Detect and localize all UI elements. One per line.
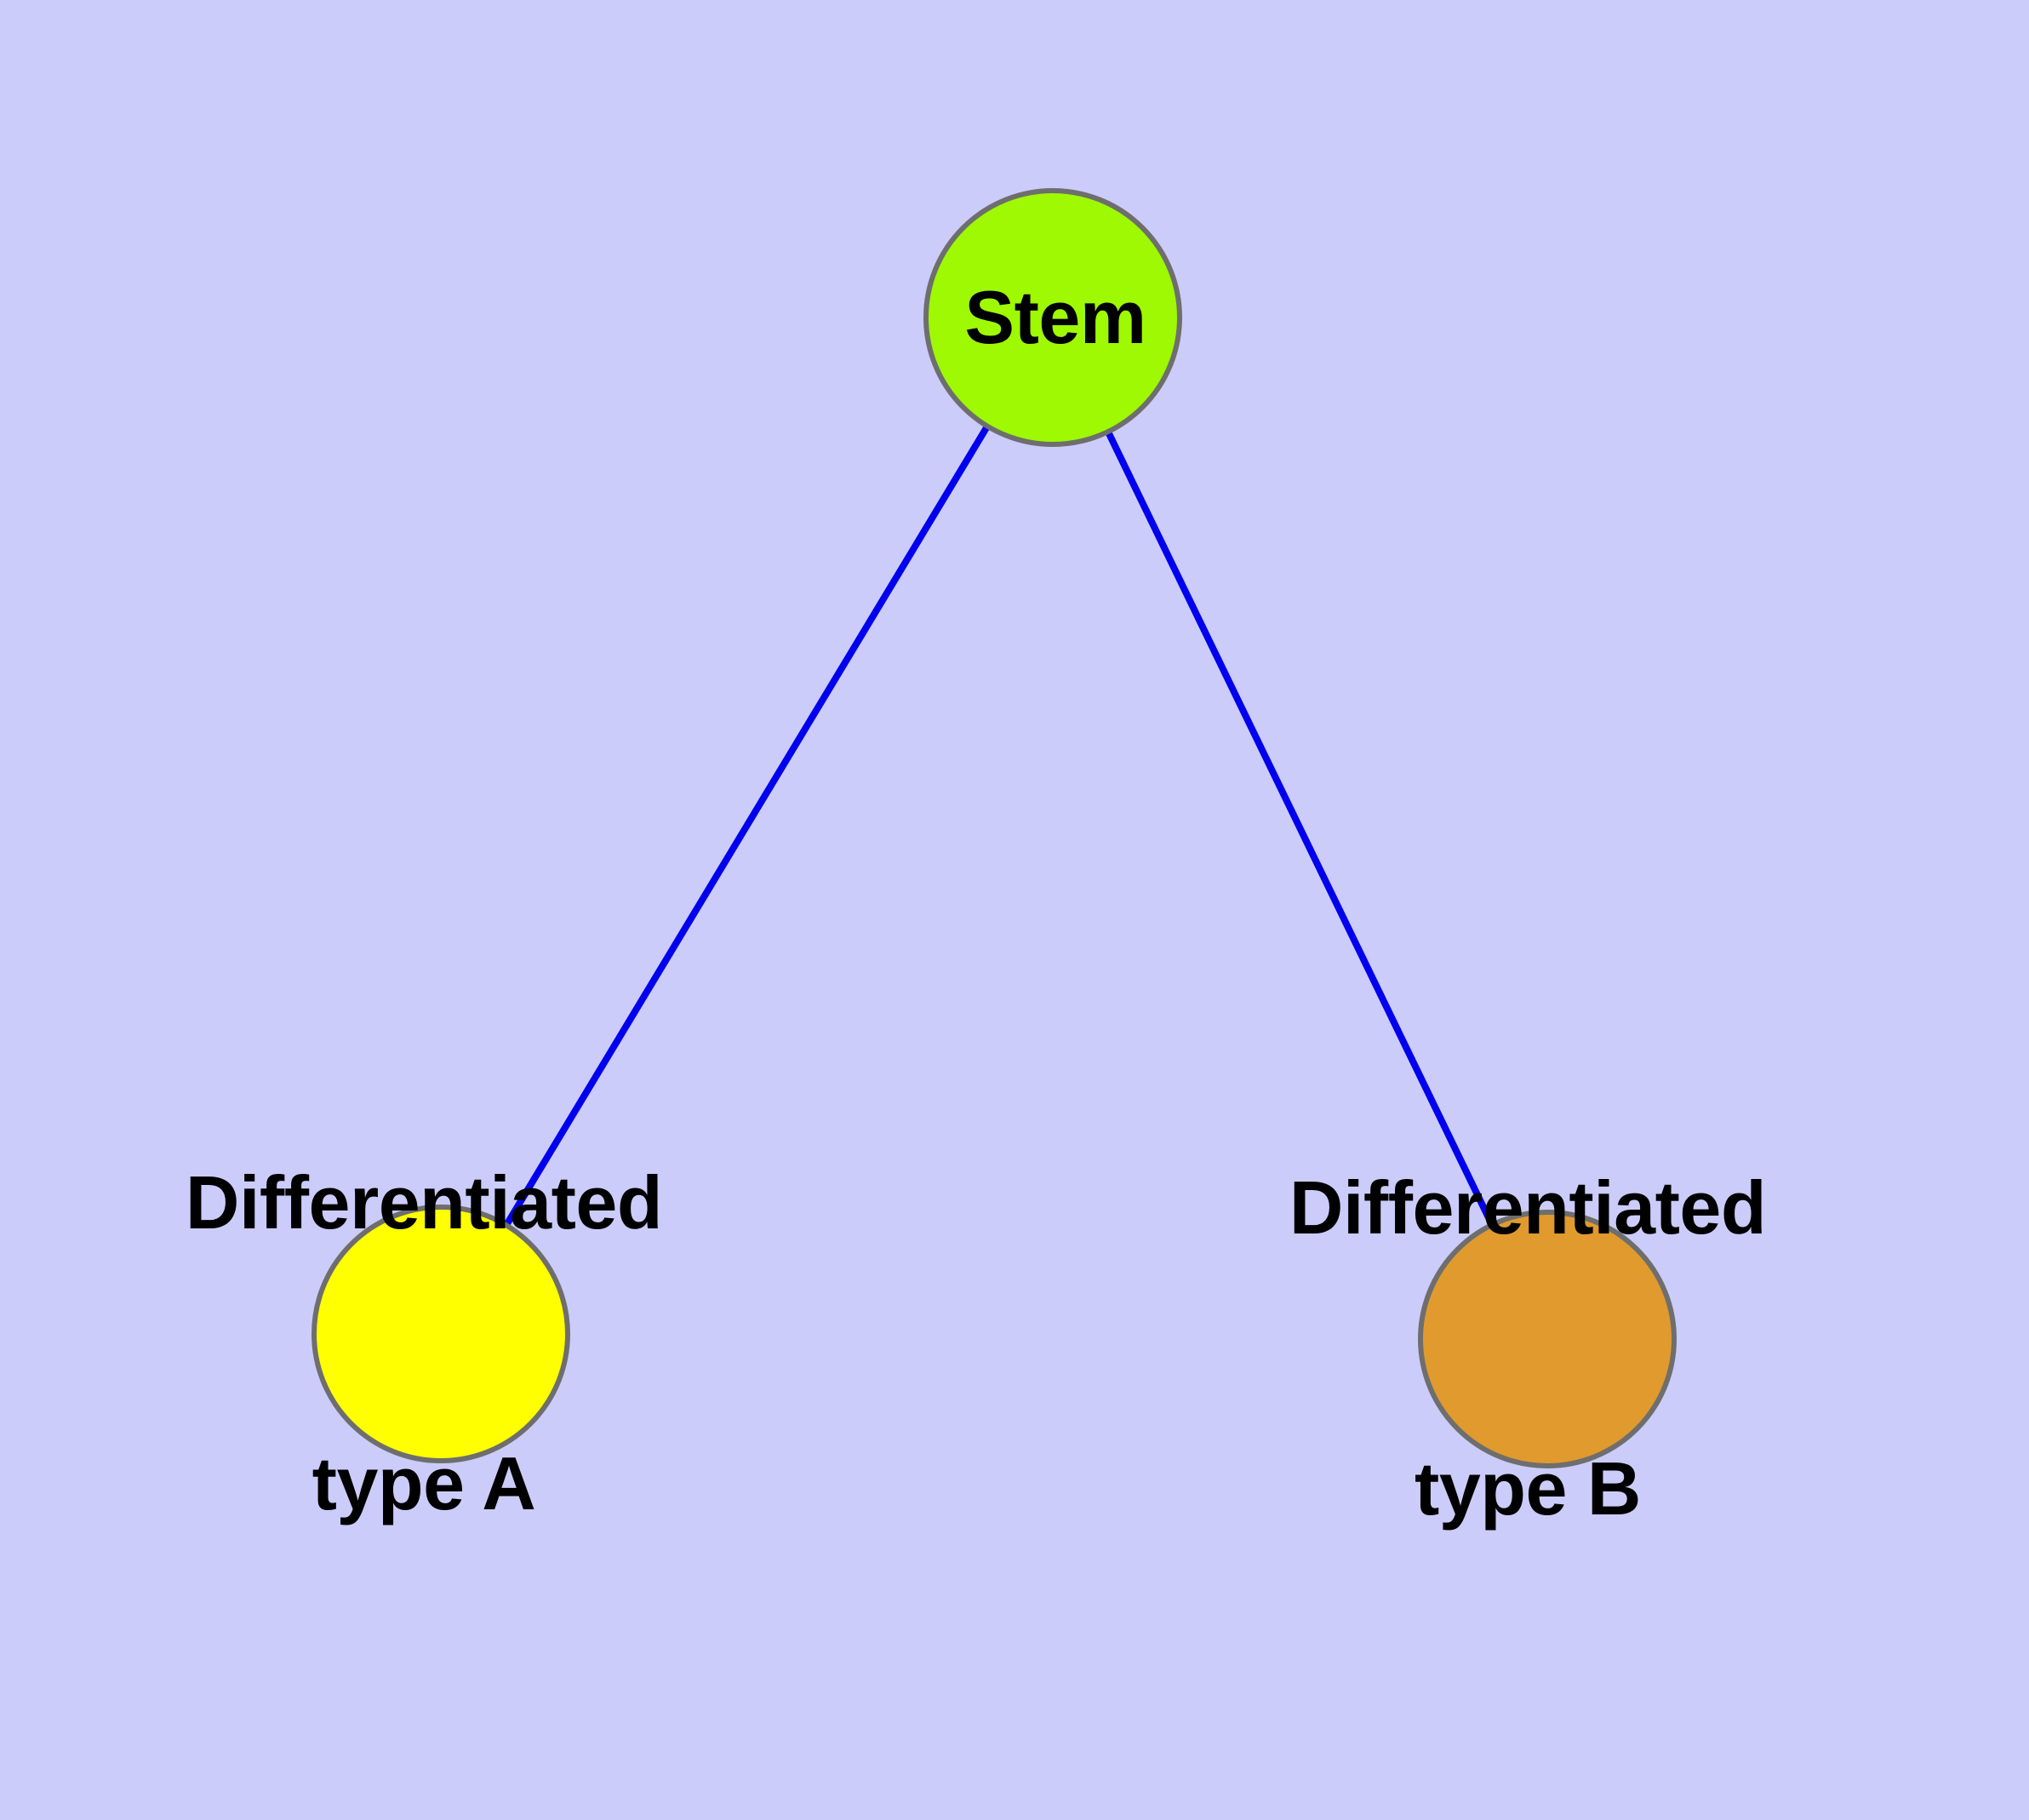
node-differentiated-type-a-circle[interactable] [311,1205,570,1463]
edge-stem-to-diff-b [1049,316,1551,1341]
node-differentiated-type-a-label-line-2: type A [311,1441,536,1525]
node-differentiated-type-b-circle[interactable] [1418,1210,1677,1468]
node-stem-circle[interactable] [923,188,1182,447]
node-differentiated-type-a-label-line-1: Differentiated [185,1160,663,1245]
edge-stem-to-diff-a [437,315,1056,1336]
node-stem-label-line-1: Stem [964,275,1146,359]
node-differentiated-type-b-label-line-1: Differentiated [1289,1165,1767,1250]
node-differentiated-type-b-label-line-2: type B [1415,1446,1641,1531]
node-differentiated-type-a-label: Differentiated type A [185,969,663,1718]
node-differentiated-type-b-label: Differentiated type B [1289,974,1767,1723]
node-stem-label: Stem [964,83,1146,552]
